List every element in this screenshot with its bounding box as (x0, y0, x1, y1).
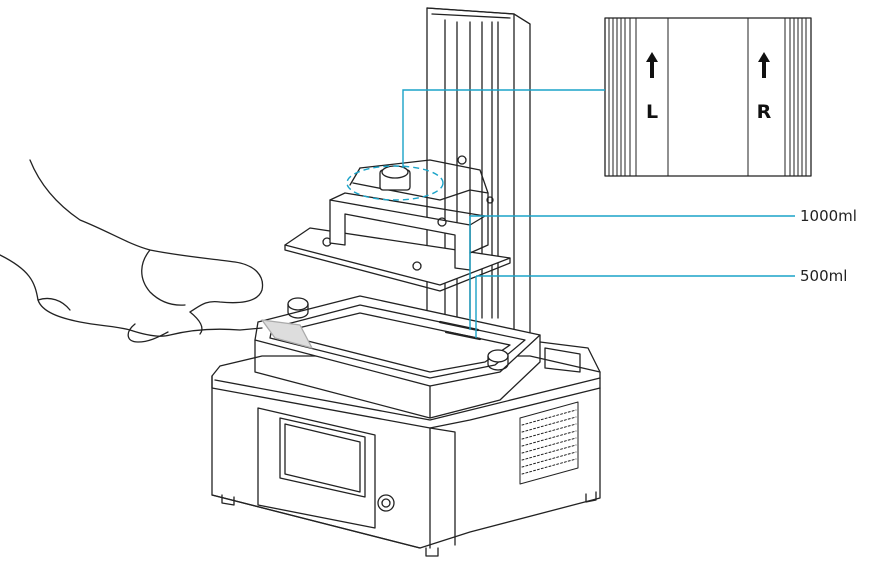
label-1000ml: 1000ml (800, 207, 857, 225)
inset-callout-line (402, 89, 605, 168)
callout-line-1000ml (469, 215, 795, 330)
vent-grille (519, 401, 579, 485)
callout-line-500ml (475, 275, 795, 338)
up-arrow-icon (758, 52, 770, 78)
inset-left-letter: L (646, 101, 658, 123)
up-arrow-icon (646, 52, 658, 78)
printer-base (211, 341, 601, 557)
bracket-highlight-ellipse (346, 165, 444, 201)
hand-illustration (0, 159, 264, 343)
label-500ml: 500ml (800, 267, 847, 285)
inset-box (604, 17, 812, 177)
inset-right-letter: R (757, 101, 772, 123)
build-platform (284, 155, 511, 292)
resin-vat (254, 295, 541, 419)
vat-scraper (261, 319, 313, 349)
